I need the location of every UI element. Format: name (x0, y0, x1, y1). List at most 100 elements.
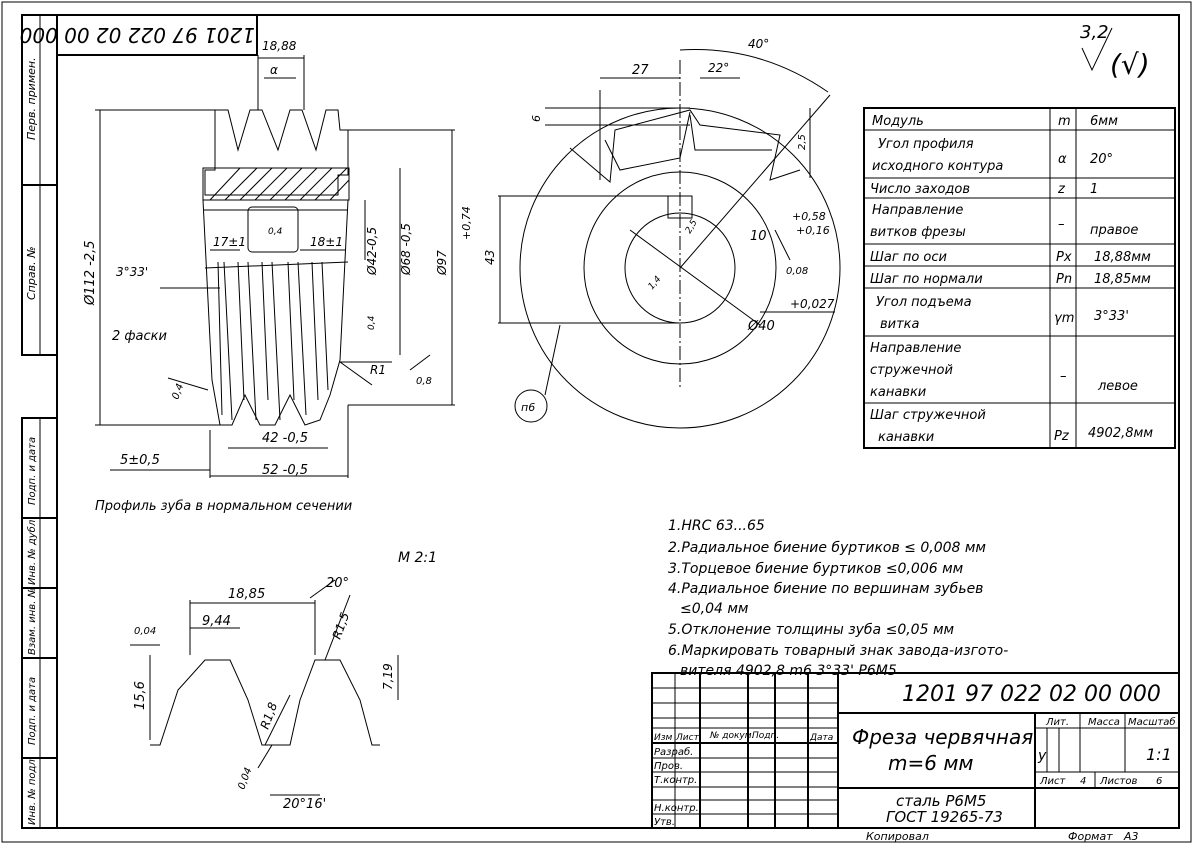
param-name-2a: Угол профиля (878, 137, 974, 152)
tb-name-2: m=6 мм (888, 751, 974, 775)
tb-hdr-date: Дата (809, 733, 833, 743)
param-val-7: 3°33' (1094, 309, 1129, 324)
param-val-9: 4902,8мм (1088, 426, 1153, 441)
param-name-1: Модуль (872, 114, 924, 129)
dim-angle: 3°33' (116, 265, 148, 279)
param-sym-5: Px (1056, 250, 1072, 265)
tol-058: +0,58 (792, 210, 826, 223)
param-name-4a: Направление (872, 203, 963, 218)
side-label-7: Инв. № подл. (27, 756, 38, 825)
param-val-6: 18,85мм (1094, 272, 1151, 287)
tb-hdr-sign: Подп. (752, 731, 779, 741)
dim-r14: 1,4 (647, 274, 664, 292)
dim-008: 0,08 (786, 266, 808, 277)
tooth-profile: 18,85 9,44 20° R1,5 0,04 15,6 R1,8 7,19 … (130, 576, 399, 812)
dim-len52: 52 -0,5 (262, 463, 308, 478)
tb-sheet-val: 4 (1080, 776, 1086, 787)
tb-lit: Лит. (1045, 717, 1069, 728)
footer-format-val: А3 (1123, 830, 1139, 843)
scale-note: М 2:1 (398, 550, 437, 566)
dim-27: 27 (632, 63, 649, 78)
param-name-6: Шаг по нормали (870, 272, 983, 287)
tol-0027: +0,027 (790, 297, 835, 311)
tb-hdr-doc: № докум. (709, 731, 754, 741)
footer-format: Формат (1068, 830, 1113, 843)
profile-d004b: 0,04 (236, 766, 254, 791)
param-val-1: 6мм (1090, 114, 1118, 129)
circle-label: п6 (521, 401, 535, 414)
side-label-5: Взам. инв. № (27, 587, 38, 655)
param-name-7a: Угол подъема (876, 295, 972, 310)
tb-row-razrab: Разраб. (654, 746, 693, 758)
tol-016: +0,16 (796, 224, 830, 237)
dim-angle22: 22° (708, 61, 729, 75)
param-name-5: Шаг по оси (870, 250, 947, 265)
dim-r04-a: 0,4 (268, 227, 283, 237)
tb-doc-number: 1201 97 022 02 00 000 (902, 682, 1161, 707)
tb-row-tkontr: Т.контр. (654, 775, 697, 786)
side-view: 27 40° 22° 6 2,5 43 +0,74 +0,58 +0,16 10… (460, 37, 841, 429)
param-name-3: Число заходов (870, 182, 970, 197)
dim-074: +0,74 (460, 206, 473, 240)
tb-sheets-val: 6 (1156, 776, 1162, 787)
dim-hub-right: 18±1 (310, 235, 343, 249)
profile-d004a: 0,04 (134, 626, 156, 637)
tb-material-1: сталь Р6М5 (896, 792, 986, 810)
left-margin-strip: Перв. примен. Справ. № Подп. и дата Инв.… (21, 14, 58, 829)
param-sym-7: γm (1054, 311, 1074, 326)
roughness-mark: (√) (1110, 48, 1150, 81)
dim-r25: 2,5 (684, 218, 700, 236)
dim-hub-left: 17±1 (213, 235, 246, 249)
dim-r04-c: 0,4 (170, 382, 186, 401)
profile-d719: 7,19 (381, 663, 395, 690)
note-4b: ≤0,04 мм (680, 601, 749, 617)
profile-d156: 15,6 (133, 681, 148, 710)
profile-d944: 9,44 (202, 614, 231, 629)
param-name-4b: витков фрезы (870, 225, 966, 240)
side-label-1: Перв. примен. (25, 57, 38, 140)
tb-masshtab: Масштаб (1128, 716, 1176, 728)
dim-d97: Ø97 (435, 250, 449, 276)
dim-10: 10 (750, 229, 767, 244)
profile-r15: R1,5 (330, 610, 353, 641)
dim-chamfer5: 5±0,5 (120, 453, 160, 468)
dim-angle40: 40° (748, 37, 769, 51)
params-table: Модуль m 6мм Угол профиля исходного конт… (863, 107, 1176, 449)
doc-number-box: 1201 97 022 02 00 000 (20, 14, 258, 56)
param-name-8c: канавки (870, 385, 926, 400)
param-val-2: 20° (1090, 152, 1113, 167)
note-5: 5.Отклонение толщины зуба ≤0,05 мм (668, 622, 955, 638)
param-name-9b: канавки (878, 430, 934, 445)
main-view: 18,88 α Ø112 -2,5 3°33' 2 фаски 0,4 17±1… (83, 39, 455, 514)
param-name-2b: исходного контура (872, 159, 1003, 174)
param-sym-8: – (1060, 369, 1067, 384)
dim-r08: 0,8 (416, 376, 432, 387)
tb-material-2: ГОСТ 19265-73 (886, 808, 1003, 826)
side-label-4: Инв. № дубл. (26, 517, 38, 585)
dim-d40: Ø40 (747, 319, 775, 334)
main-view-caption: Профиль зуба в нормальном сечении (95, 499, 352, 514)
param-sym-9: Pz (1054, 429, 1070, 444)
note-1: 1.HRC 63...65 (668, 518, 765, 534)
title-block: 1201 97 022 02 00 000 Фреза червячная m=… (651, 672, 1180, 829)
side-label-3: Подп. и дата (27, 437, 38, 505)
dim-43: 43 (483, 250, 497, 265)
profile-a2016: 20°16' (283, 797, 326, 812)
tb-row-utv: Утв. (654, 817, 675, 828)
param-name-8a: Направление (870, 341, 961, 356)
param-name-7b: витка (880, 317, 920, 332)
note-4: 4.Радиальное биение по вершинам зубьев (668, 581, 983, 597)
tb-name-1: Фреза червячная (852, 725, 1033, 749)
param-sym-1: m (1058, 114, 1071, 129)
hatch (209, 167, 350, 201)
tb-massa: Масса (1088, 717, 1120, 728)
side-label-6: Подп. и дата (27, 677, 38, 745)
profile-r18: R1,8 (258, 700, 281, 731)
tb-hdr-izm: Изм (654, 733, 673, 743)
param-val-5: 18,88мм (1094, 250, 1151, 265)
profile-a20: 20° (326, 576, 349, 591)
note-2: 2.Радиальное биение буртиков ≤ 0,008 мм (668, 540, 986, 556)
dim-d42: Ø42-0,5 (365, 227, 379, 276)
param-sym-2: α (1058, 152, 1067, 167)
